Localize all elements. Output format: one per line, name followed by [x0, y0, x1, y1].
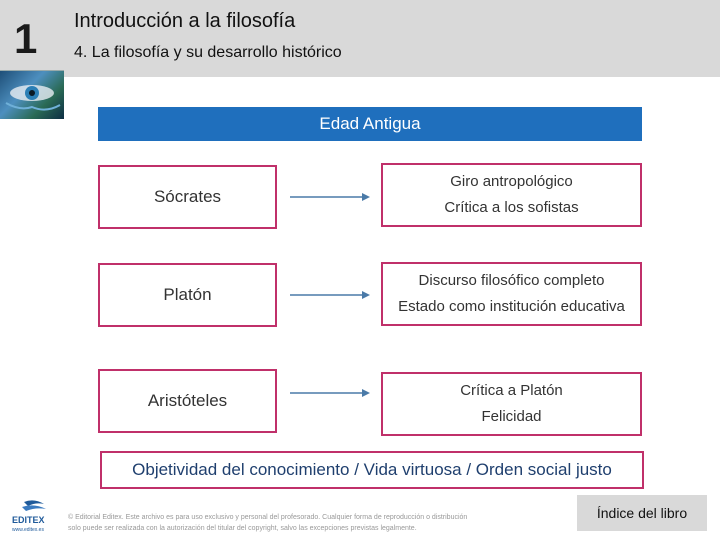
- arrow-right-icon: [290, 291, 370, 299]
- arrow-right-icon: [290, 193, 370, 201]
- chapter-number: 1: [14, 15, 38, 62]
- book-index-button[interactable]: Índice del libro: [577, 495, 707, 531]
- idea-line: Discurso filosófico completo: [418, 272, 605, 289]
- idea-box-aristoteles: Crítica a Platón Felicidad: [381, 372, 642, 436]
- era-banner: Edad Antigua: [98, 107, 642, 141]
- page-title: Introducción a la filosofía: [74, 10, 296, 32]
- copyright-notice: © Editorial Editex. Este archivo es para…: [68, 512, 508, 534]
- philosopher-name: Platón: [163, 285, 212, 304]
- idea-line: Giro antropológico: [450, 173, 573, 190]
- idea-box-platon: Discurso filosófico completo Estado como…: [381, 262, 642, 326]
- idea-line: Crítica a los sofistas: [444, 199, 579, 216]
- copyright-line: solo puede ser realizada con la autoriza…: [68, 525, 417, 532]
- copyright-line: © Editorial Editex. Este archivo es para…: [68, 514, 468, 521]
- summary-box: Objetividad del conocimiento / Vida virt…: [100, 451, 644, 489]
- header-bar: [0, 0, 720, 77]
- philosopher-box-platon: Platón: [98, 263, 277, 327]
- philosopher-name: Sócrates: [153, 187, 222, 206]
- arrow-right-icon: [290, 389, 370, 397]
- idea-line: Felicidad: [481, 408, 542, 425]
- idea-line: Crítica a Platón: [460, 382, 563, 399]
- philosopher-name: Aristóteles: [147, 391, 228, 410]
- philosopher-box-aristoteles: Aristóteles: [98, 369, 277, 433]
- editex-logo-text: EDITEX: [12, 515, 45, 525]
- editex-logo-url: www.editex.es: [12, 527, 44, 533]
- philosopher-box-socrates: Sócrates: [98, 165, 277, 229]
- idea-line: Estado como institución educativa: [398, 298, 625, 315]
- page-subtitle: 4. La filosofía y su desarrollo históric…: [74, 44, 342, 61]
- eye-image: [0, 70, 64, 119]
- idea-box-socrates: Giro antropológico Crítica a los sofista…: [381, 163, 642, 227]
- editex-logo-icon: [22, 500, 46, 511]
